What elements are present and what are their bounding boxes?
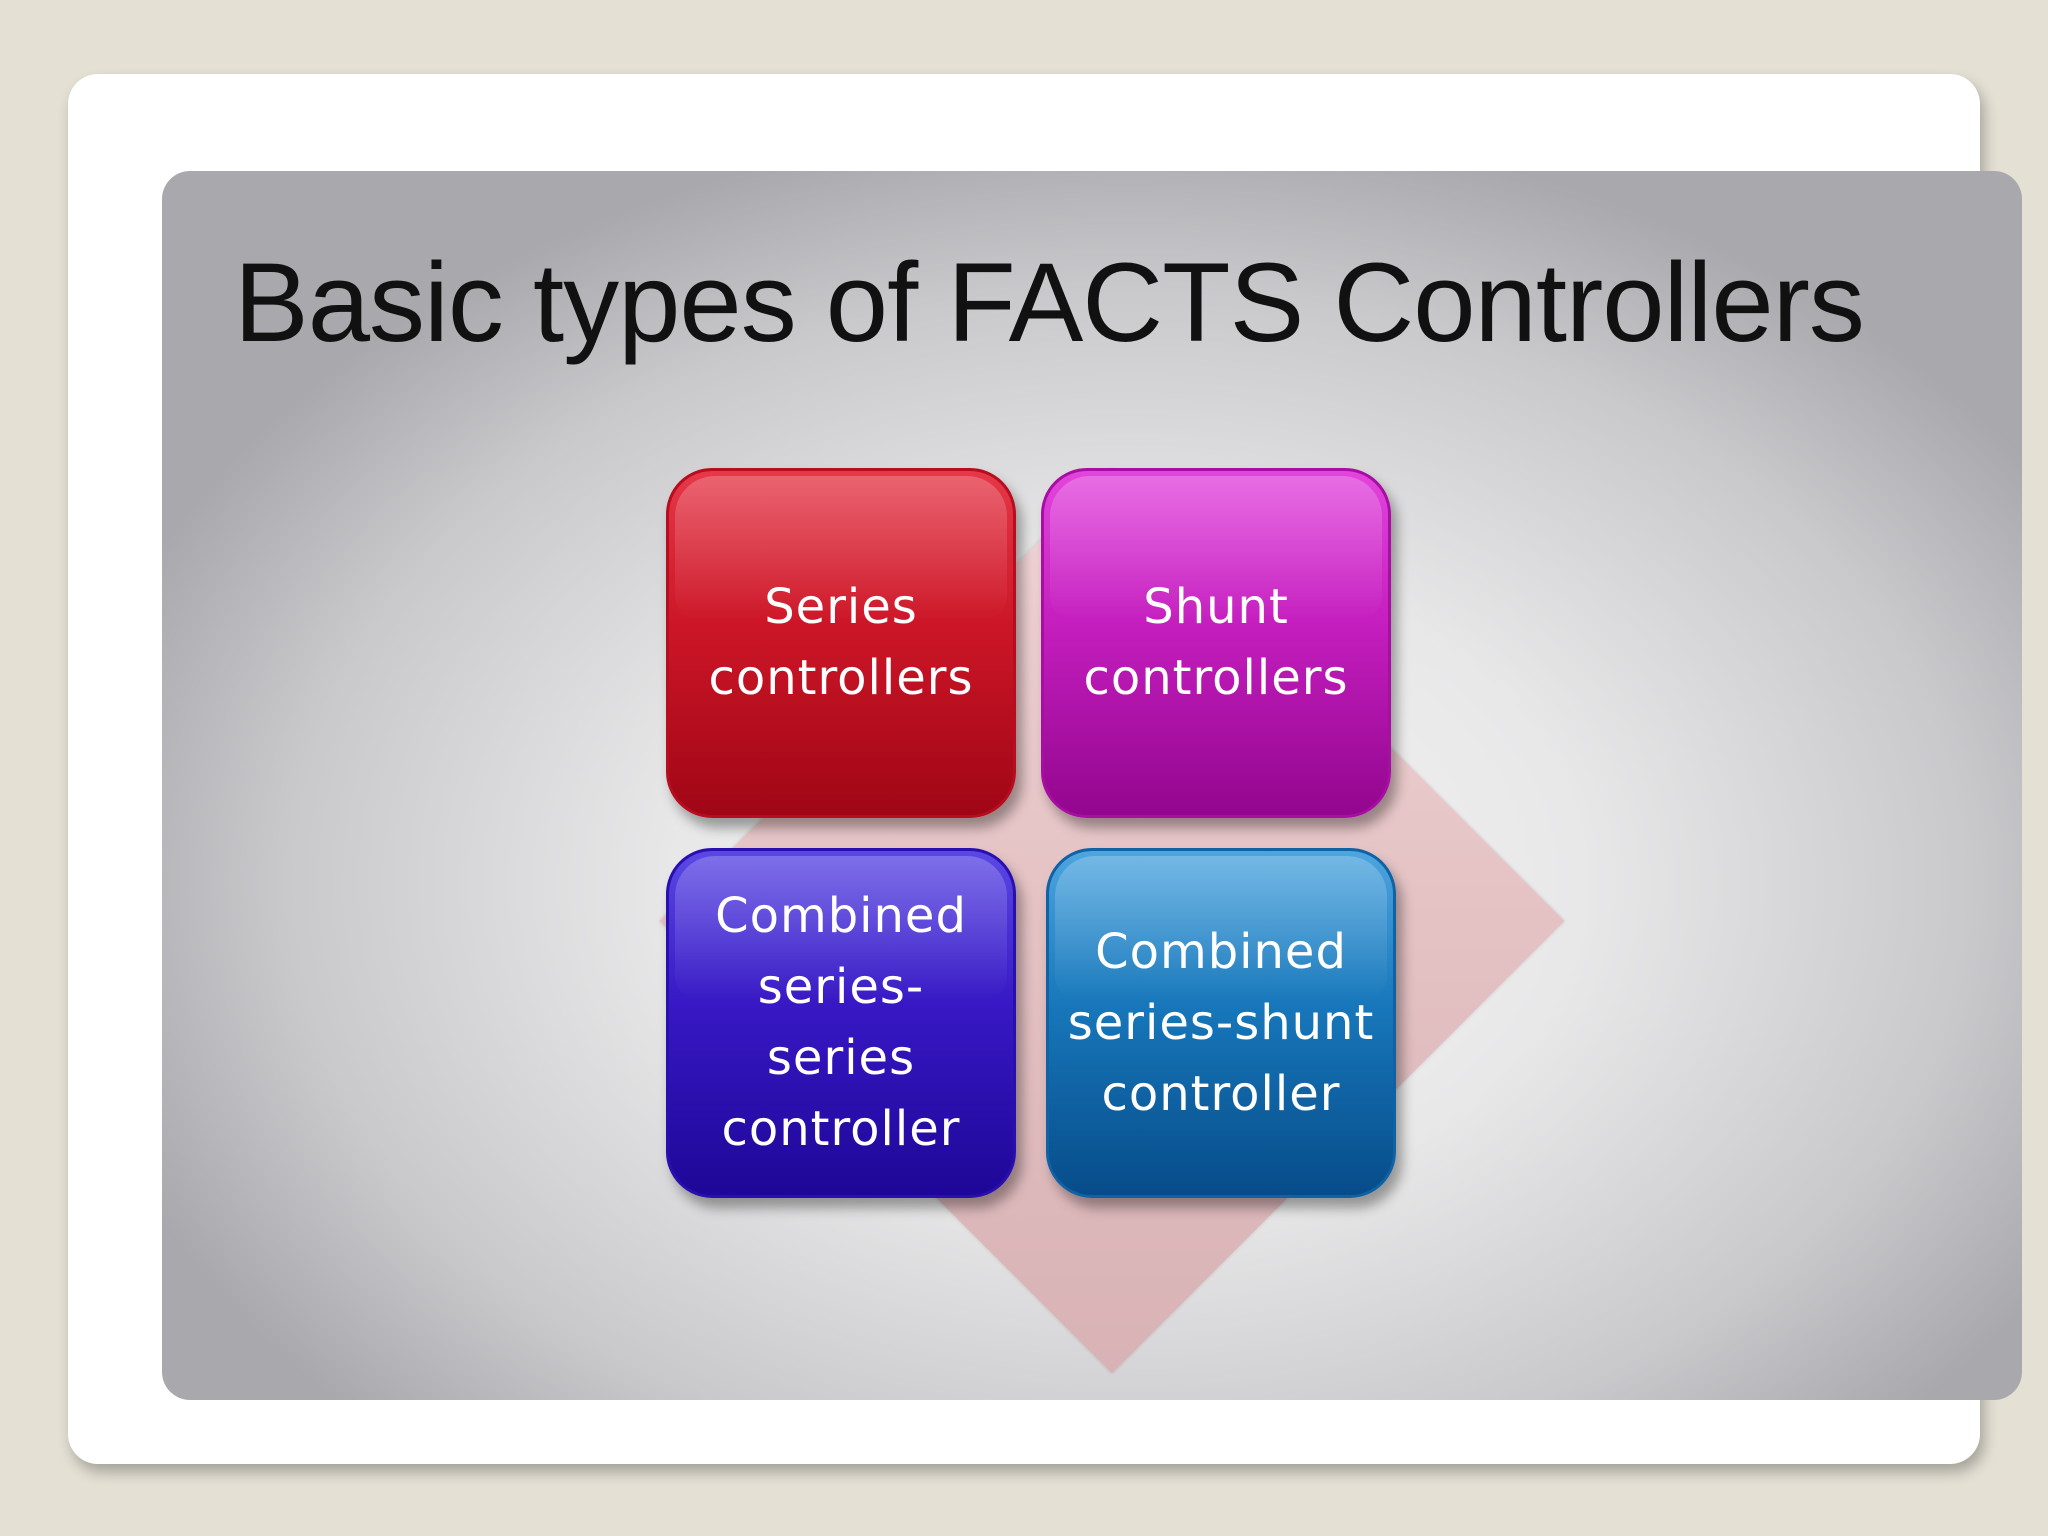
combined-series-series-box: Combined series-series controller bbox=[666, 848, 1016, 1198]
slide-title: Basic types of FACTS Controllers bbox=[234, 240, 1865, 365]
slide-card: Basic types of FACTS Controllers Series … bbox=[68, 74, 2022, 1464]
combined-series-series-label: Combined series-series controller bbox=[715, 888, 967, 1157]
combined-series-shunt-box: Combined series-shunt controller bbox=[1046, 848, 1396, 1198]
shunt-controllers-box: Shunt controllers bbox=[1041, 468, 1391, 818]
shunt-controllers-label: Shunt controllers bbox=[1083, 579, 1349, 706]
slide-panel: Basic types of FACTS Controllers Series … bbox=[162, 171, 2022, 1400]
combined-series-shunt-label: Combined series-shunt controller bbox=[1067, 923, 1375, 1122]
series-controllers-box: Series controllers bbox=[666, 468, 1016, 818]
series-controllers-label: Series controllers bbox=[708, 579, 974, 706]
